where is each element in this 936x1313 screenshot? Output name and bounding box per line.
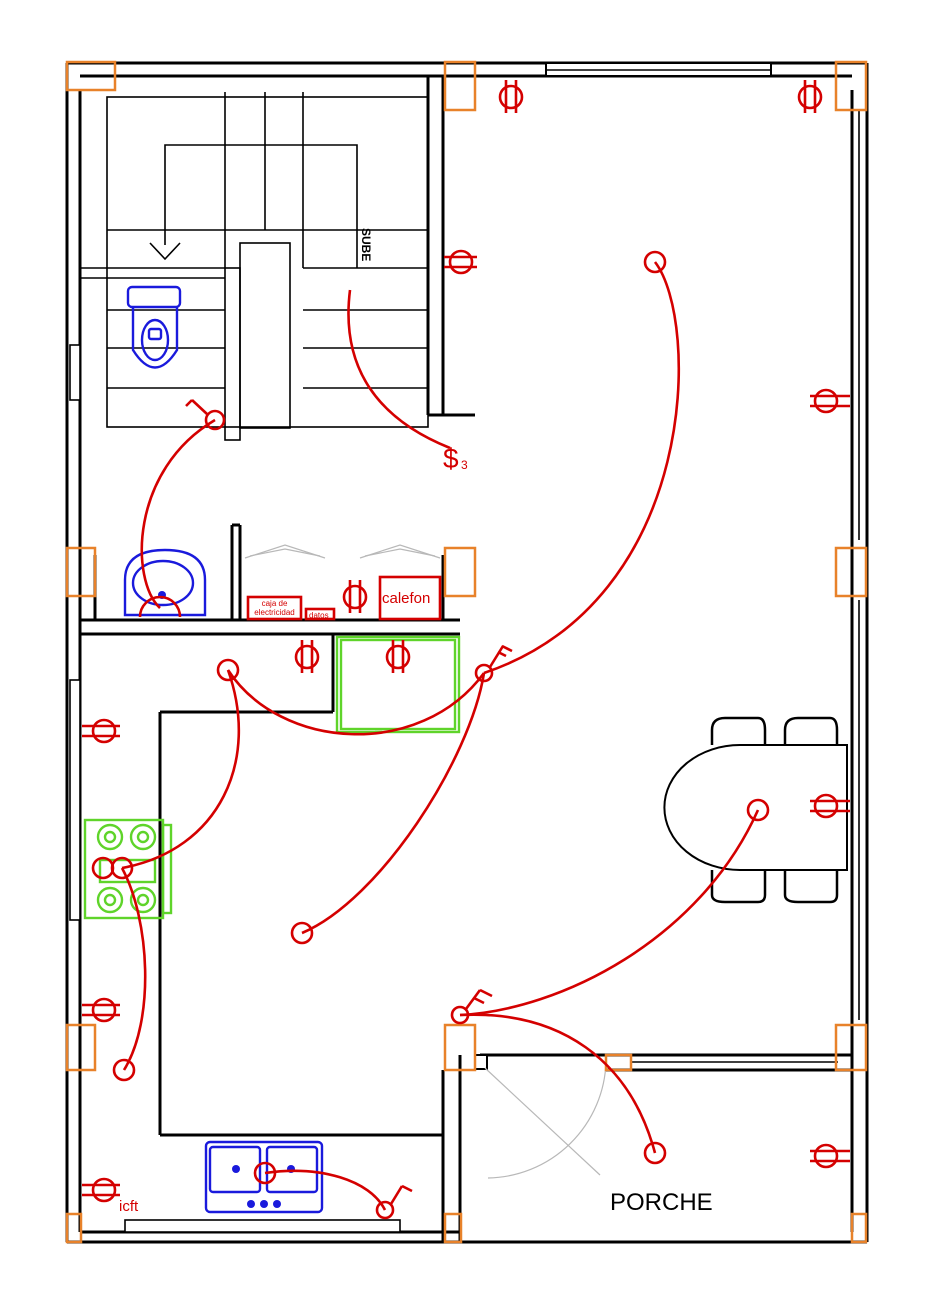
electric-box-label: caja de electricidad xyxy=(254,599,295,617)
column-n-mid xyxy=(443,60,477,112)
outlet-icon xyxy=(82,1177,120,1203)
electrical-panels: calefon caja de electricidad datos xyxy=(246,575,442,621)
west-window-kitchen xyxy=(69,679,81,921)
wire-kitchen-light xyxy=(301,672,486,935)
outlet-icon xyxy=(82,997,120,1023)
column-nw xyxy=(65,60,117,92)
switch-icon xyxy=(474,644,513,683)
switch-icon xyxy=(375,1184,413,1220)
wire-hall-light xyxy=(226,669,486,736)
light-fixture-icon xyxy=(112,1058,136,1082)
column-e-mid xyxy=(834,546,868,598)
data-box xyxy=(304,607,336,621)
staircase: SUBE xyxy=(80,92,429,441)
wire-kitchen-low xyxy=(120,867,147,1071)
entry-door-leaf xyxy=(484,1067,601,1176)
switch-icon xyxy=(185,399,208,415)
stair-core xyxy=(239,242,291,429)
electrical-wiring xyxy=(120,261,760,1211)
wire-dining-light xyxy=(459,809,760,1017)
toilet xyxy=(126,285,182,369)
column-e-low xyxy=(834,1023,868,1072)
outlet-icon xyxy=(810,1143,850,1169)
outlet-icon xyxy=(294,640,320,673)
walls xyxy=(65,61,869,1244)
refrigerator xyxy=(335,635,461,734)
outlet-icon xyxy=(82,718,120,744)
column-porch-window xyxy=(604,1053,633,1072)
outlet-icon xyxy=(797,80,823,113)
entry-door-jamb xyxy=(474,1054,488,1070)
porch-label: PORCHE xyxy=(610,1189,713,1216)
chair-ne xyxy=(783,716,839,745)
outlet-icon xyxy=(342,580,368,613)
three-way-switch-symbol: $ xyxy=(443,443,459,474)
column-se xyxy=(850,1212,868,1244)
column-w-low xyxy=(65,1023,97,1072)
kitchen-sink xyxy=(204,1140,324,1214)
stairs-label: SUBE xyxy=(359,228,373,261)
light-fixture-icon xyxy=(643,1141,667,1165)
water-heater-box xyxy=(378,575,442,621)
outlet-icon xyxy=(810,793,850,819)
outlet-icon xyxy=(444,249,477,275)
three-way-switch-subscript: 3 xyxy=(461,458,468,472)
bathroom-sink xyxy=(123,548,207,617)
wire-living-light xyxy=(483,261,681,675)
light-fixture-icon xyxy=(204,409,226,431)
south-window xyxy=(124,1219,401,1233)
light-fixture-icon xyxy=(290,921,314,945)
laundry-appliances xyxy=(244,544,441,559)
light-fixture-icon xyxy=(643,250,667,274)
column-s-mid xyxy=(443,1212,463,1244)
chair-se xyxy=(783,870,839,904)
column-ne xyxy=(834,60,868,112)
light-fixture-icon xyxy=(216,658,240,682)
columns xyxy=(65,60,868,1244)
entry-door-swing xyxy=(487,1061,607,1179)
light-fixture-icon xyxy=(746,798,770,822)
wire-stove xyxy=(121,669,241,870)
wire-sink-light xyxy=(264,1169,387,1211)
wire-stair-switch xyxy=(347,289,451,450)
chair-nw xyxy=(710,716,767,745)
electric-box xyxy=(246,595,303,621)
wire-porch-light xyxy=(459,1013,657,1154)
stove xyxy=(83,818,173,920)
wire-bath-sink xyxy=(140,418,216,609)
switch-icon xyxy=(450,988,493,1025)
switches: $ 3 xyxy=(185,399,513,1220)
data-box-label: datos xyxy=(309,611,329,620)
column-w-mid xyxy=(65,546,97,598)
stair-direction-line xyxy=(164,144,358,268)
outlets: icft xyxy=(82,80,850,1215)
light-fixture-icon xyxy=(253,1161,277,1185)
dining-table xyxy=(663,716,848,904)
stair-down-arrow xyxy=(149,242,181,261)
west-window-top xyxy=(69,344,81,401)
light-fixture-icon xyxy=(91,856,115,880)
column-center xyxy=(443,546,477,598)
light-fixture-icon xyxy=(138,595,182,618)
water-heater-label: calefon xyxy=(382,590,430,607)
gfci-label: icft xyxy=(119,1198,139,1215)
outlet-icon xyxy=(385,640,411,673)
column-sw xyxy=(65,1212,83,1244)
outlet-icon xyxy=(498,80,524,113)
outlet-icon xyxy=(810,388,850,414)
ceiling-lights xyxy=(91,250,770,1185)
column-porch xyxy=(443,1023,477,1072)
chair-sw xyxy=(710,870,767,904)
